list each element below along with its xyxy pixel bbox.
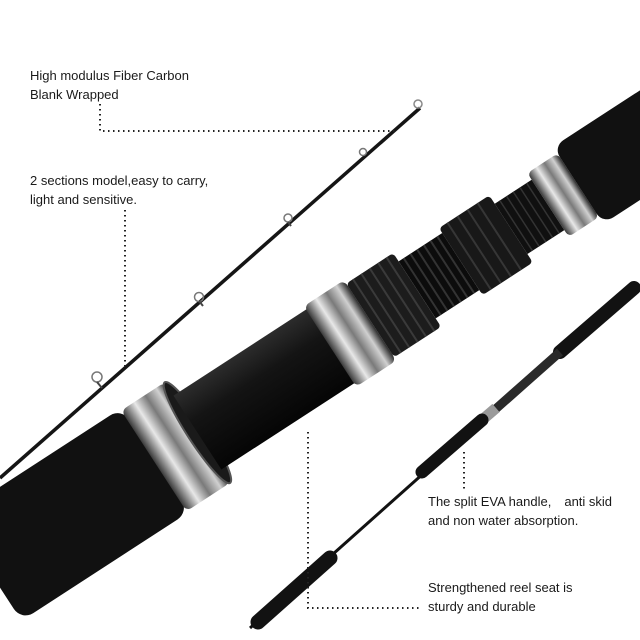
annotation-line: light and sensitive. <box>30 192 137 207</box>
lower-eva-grip <box>0 413 184 616</box>
rod-closeup <box>0 53 640 616</box>
annotation-leaders <box>99 104 465 609</box>
tip-top-guide <box>413 99 423 109</box>
lock-nut <box>347 254 440 356</box>
full-rod-fore-grip <box>553 281 640 359</box>
chrome-collar <box>529 155 597 235</box>
leader-blank <box>99 104 398 132</box>
annotation-line: and non water absorption. <box>428 513 579 528</box>
threads <box>398 233 480 319</box>
annotation-two-sections: 2 sections model,easy to carry, light an… <box>30 171 208 209</box>
full-rod-thumbnail <box>249 281 640 630</box>
annotation-line: High modulus Fiber Carbon <box>30 68 189 83</box>
upper-eva-grip <box>557 53 640 220</box>
chrome-ring <box>306 282 395 385</box>
upper-nut <box>440 196 532 294</box>
annotation-line: The split EVA handle, anti skid <box>428 494 613 509</box>
chrome-hood <box>123 384 228 509</box>
line-guide <box>193 291 205 307</box>
annotation-reel-seat: Strengthened reel seat is sturdy and dur… <box>428 578 573 616</box>
annotation-line: sturdy and durable <box>428 599 536 614</box>
annotation-eva-handle: The split EVA handle, anti skid and non … <box>428 492 612 530</box>
annotation-line: Strengthened reel seat is <box>428 580 573 595</box>
annotation-line: 2 sections model,easy to carry, <box>30 173 209 188</box>
line-guide <box>283 213 293 227</box>
line-guide <box>358 147 368 157</box>
line-guide <box>91 371 103 389</box>
annotation-carbon-blank: High modulus Fiber Carbon Blank Wrapped <box>30 66 189 104</box>
full-rod-butt-grip <box>250 550 338 630</box>
full-rod-mid-section <box>487 348 563 418</box>
leader-reel-seat <box>307 432 422 609</box>
annotation-line: Blank Wrapped <box>30 87 119 102</box>
rod-tip <box>0 99 423 480</box>
reel-seat-body <box>173 308 356 470</box>
full-rod-split-grip <box>415 413 489 479</box>
